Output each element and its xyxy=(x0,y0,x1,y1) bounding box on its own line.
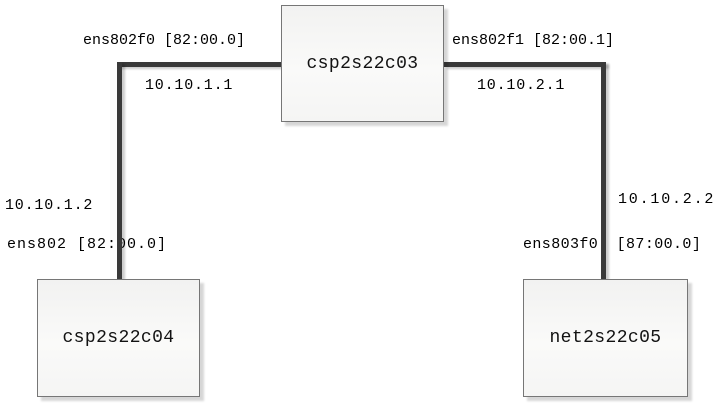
link2-src-interface-label: ens802f1 [82:00.1] xyxy=(452,32,615,49)
node-title: csp2s22c03 xyxy=(306,53,419,74)
link1-dst-ip-label: 10.10.1.2 xyxy=(5,197,94,214)
link1-connector-vertical-segment xyxy=(117,62,122,279)
node-title: net2s22c05 xyxy=(549,328,662,348)
node-net2s22c05: net2s22c05 xyxy=(523,279,688,397)
node-title: csp2s22c04 xyxy=(62,328,175,348)
link1-src-ip-label: 10.10.1.1 xyxy=(145,77,234,94)
node-csp2s22c03: csp2s22c03 xyxy=(281,5,444,122)
link2-src-ip-label: 10.10.2.1 xyxy=(477,77,566,94)
link2-connector-vertical-segment xyxy=(601,62,606,279)
link2-dst-ip-label: 10.10.2.2 xyxy=(618,191,716,208)
link1-src-interface-label: ens802f0 [82:00.0] xyxy=(83,32,246,49)
link2-connector-horizontal-segment xyxy=(444,62,606,67)
link1-connector-horizontal-segment xyxy=(117,62,281,67)
link1-dst-interface-label: ens802 [82:00.0] xyxy=(7,236,168,253)
link2-dst-interface-label: ens803f0 [87:00.0] xyxy=(523,236,702,253)
node-csp2s22c04: csp2s22c04 xyxy=(37,279,200,397)
